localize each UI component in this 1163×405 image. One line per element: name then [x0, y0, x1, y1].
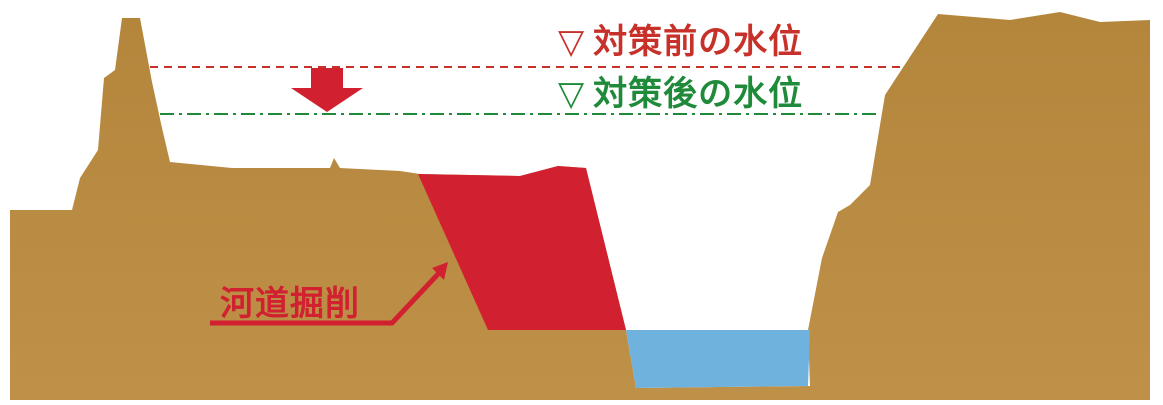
water-area — [626, 330, 810, 388]
pointer-arrow-icon — [210, 262, 448, 326]
down-arrow-icon — [291, 68, 363, 112]
river-dredging-text: 河道掘削 — [220, 284, 360, 324]
excavation-area — [418, 166, 626, 330]
river-dredging-label: 河道掘削 — [220, 276, 360, 325]
before-water-level-label: ▽対策前の水位 — [558, 14, 803, 63]
after-water-level-label: ▽対策後の水位 — [558, 66, 803, 115]
after-water-level-text: 対策後の水位 — [593, 74, 804, 114]
before-water-level-text: 対策前の水位 — [593, 22, 804, 62]
triangle-icon: ▽ — [558, 74, 586, 114]
triangle-icon: ▽ — [558, 22, 586, 62]
